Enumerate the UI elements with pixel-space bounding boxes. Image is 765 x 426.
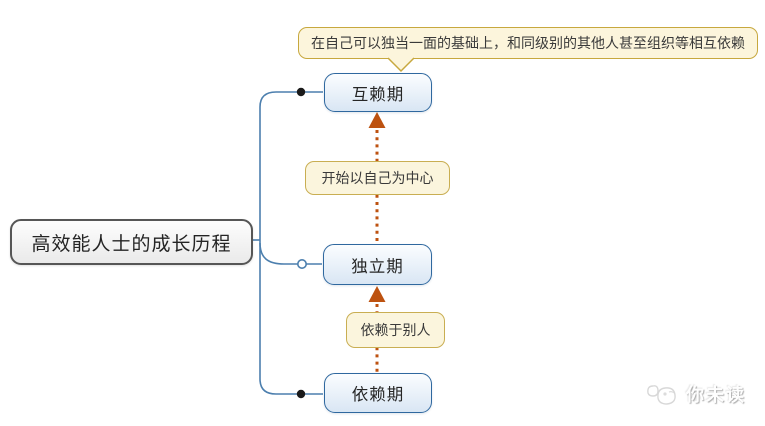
note-rely-on-others-text: 依赖于别人 [360, 322, 431, 338]
root-topic-label: 高效能人士的成长历程 [31, 233, 232, 255]
topic-dependence[interactable]: 依赖期 [324, 373, 432, 413]
branch-marker-filled-bottom[interactable] [296, 389, 306, 399]
topic-independence-label: 独立期 [351, 257, 404, 276]
branch-to-dependence [259, 240, 323, 395]
branch-to-independence [259, 242, 322, 265]
watermark-text: 你未读 [686, 385, 746, 405]
branch-marker-filled-top[interactable] [296, 87, 306, 97]
callout-text: 在自己可以独当一面的基础上，和同级别的其他人甚至组织等相互依赖 [311, 35, 745, 51]
note-self-centered-text: 开始以自己为中心 [321, 170, 434, 186]
callout-tail [387, 57, 415, 73]
root-topic[interactable]: 高效能人士的成长历程 [10, 219, 253, 265]
arrowhead-up-top [368, 112, 386, 128]
topic-independence[interactable]: 独立期 [323, 244, 432, 285]
note-rely-on-others[interactable]: 依赖于别人 [346, 312, 445, 348]
branch-to-interdependence [259, 91, 323, 240]
topic-interdependence[interactable]: 互赖期 [324, 73, 432, 112]
note-self-centered[interactable]: 开始以自己为中心 [305, 161, 450, 195]
topic-interdependence-label: 互赖期 [351, 85, 405, 104]
watermark: 你未读 [645, 380, 746, 408]
topic-dependence-label: 依赖期 [351, 386, 405, 404]
watermark-logo-icon [647, 385, 676, 405]
branch-marker-open-middle[interactable] [296, 258, 307, 269]
arrowhead-up-middle [368, 286, 386, 302]
callout-interdependence[interactable]: 在自己可以独当一面的基础上，和同级别的其他人甚至组织等相互依赖 [298, 27, 758, 59]
